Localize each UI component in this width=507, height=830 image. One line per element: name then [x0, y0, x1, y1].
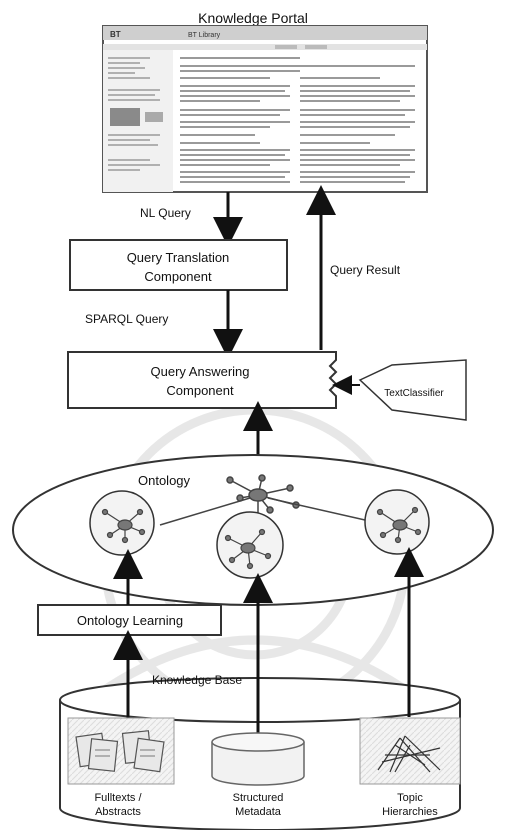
- ontology-subgraph-middle: [216, 511, 284, 579]
- hierarchies-label-line1: Topic: [397, 792, 423, 804]
- sparql-query-label: SPARQL Query: [85, 312, 168, 326]
- query-result-label: Query Result: [330, 263, 401, 277]
- nl-query-label: NL Query: [140, 206, 191, 220]
- metadata-label-line2: Metadata: [235, 806, 282, 818]
- fulltexts-label-line2: Abstracts: [95, 806, 141, 818]
- query-translation-component: Query Translation Component: [69, 239, 288, 291]
- ontology-subgraph-left: [89, 490, 155, 556]
- metadata-source: Structured Metadata: [211, 732, 305, 818]
- portal-title: Knowledge Portal: [198, 10, 308, 26]
- text-classifier: TextClassifier: [358, 359, 467, 421]
- query-answering-line1: Query Answering: [151, 364, 250, 379]
- fulltexts-label-line1: Fulltexts /: [94, 792, 142, 804]
- portal-header: BT Library: [188, 32, 221, 39]
- topic-hierarchies-source: Topic Hierarchies: [359, 717, 461, 818]
- ontology-label: Ontology: [138, 473, 191, 488]
- metadata-label-line1: Structured: [233, 792, 284, 804]
- query-translation-line2: Component: [144, 269, 212, 284]
- hierarchies-label-line2: Hierarchies: [382, 806, 438, 818]
- knowledge-base-label: Knowledge Base: [152, 673, 242, 687]
- ontology-learning: Ontology Learning: [37, 604, 222, 636]
- query-answering-line2: Component: [166, 383, 234, 398]
- query-answering-component: Query Answering Component: [67, 351, 338, 409]
- ontology-subgraph-right: [364, 489, 430, 555]
- text-classifier-label: TextClassifier: [384, 388, 444, 399]
- fulltexts-source: Fulltexts / Abstracts: [67, 717, 175, 818]
- portal-logo: BT: [110, 30, 121, 39]
- ontology-learning-label: Ontology Learning: [77, 613, 183, 628]
- query-translation-line1: Query Translation: [127, 250, 230, 265]
- ontology: Ontology: [12, 454, 494, 606]
- portal-screenshot: BT BT Library: [102, 25, 428, 193]
